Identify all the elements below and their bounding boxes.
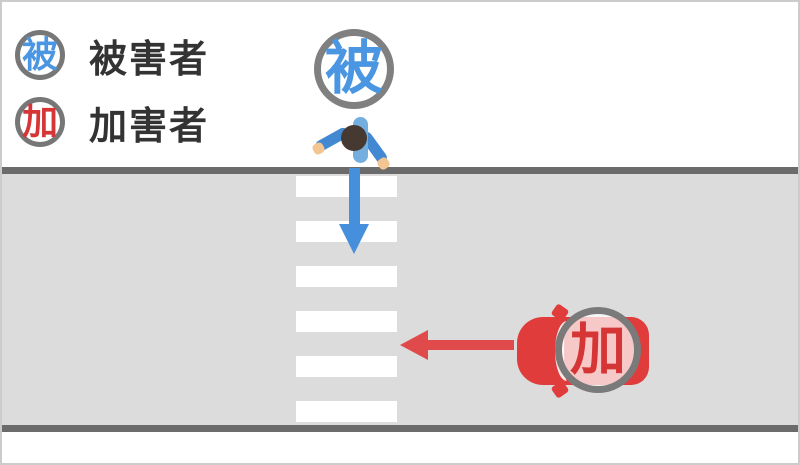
legend-item-offender: 加 加害者 xyxy=(15,97,210,148)
road xyxy=(2,167,798,432)
offender-label: 加害者 xyxy=(89,105,210,148)
red-arrow-shaft xyxy=(426,340,514,350)
blue-arrow-head xyxy=(339,224,369,254)
car-badge: 加 xyxy=(555,307,641,393)
blue-arrow-shaft xyxy=(349,168,360,226)
victim-label: 被害者 xyxy=(89,38,210,81)
pedestrian-badge: 被 xyxy=(314,29,394,109)
car-badge-symbol: 加 xyxy=(570,318,626,381)
victim-badge-icon: 被 xyxy=(15,30,65,80)
offender-symbol: 加 xyxy=(21,101,58,142)
legend-item-victim: 被 被害者 xyxy=(15,30,210,81)
crosswalk xyxy=(296,176,397,422)
victim-symbol: 被 xyxy=(21,34,58,75)
red-arrow-head xyxy=(400,330,428,360)
pedestrian-head xyxy=(341,125,367,151)
offender-badge-icon: 加 xyxy=(15,97,65,147)
pedestrian-badge-symbol: 被 xyxy=(324,36,383,101)
